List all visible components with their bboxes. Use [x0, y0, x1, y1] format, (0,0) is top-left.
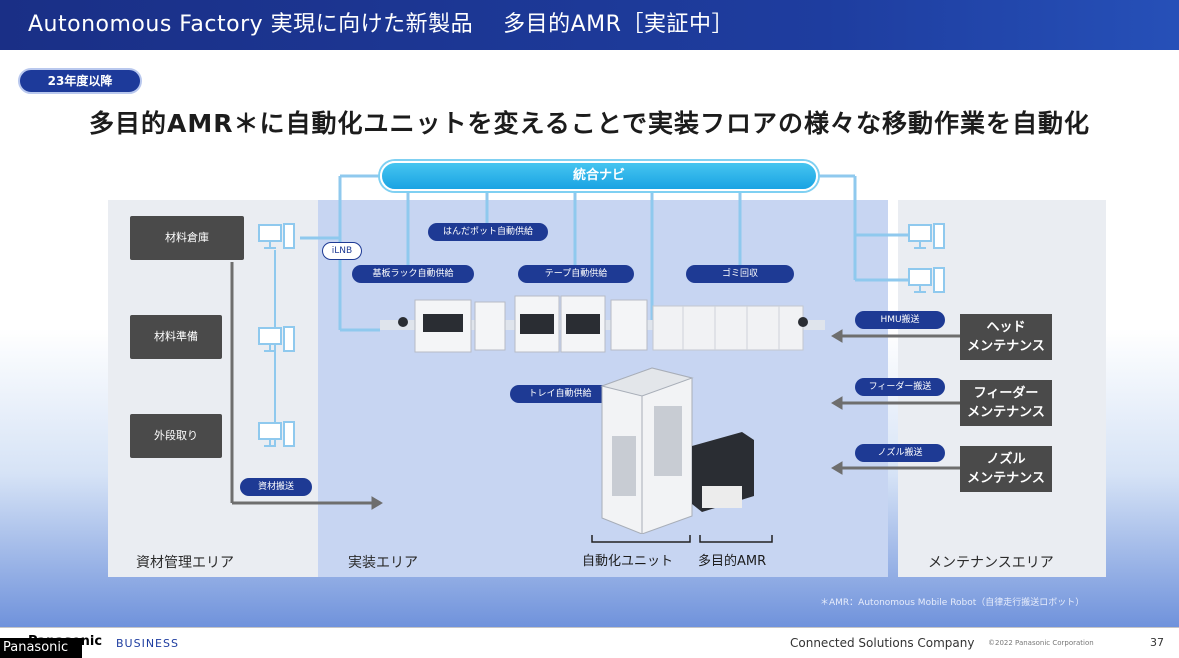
maintenance-zone-label: メンテナンスエリア [928, 555, 1054, 571]
material-management-zone [108, 200, 318, 577]
pc-icon [258, 223, 295, 249]
material-zone-label: 資材管理エリア [136, 555, 234, 571]
window-owner-label: Panasonic [0, 638, 82, 658]
year-badge: 23年度以降 [18, 68, 142, 94]
waste-collection-pill: ゴミ回収 [686, 265, 794, 283]
feeder-maintenance-box: フィーダー メンテナンス [960, 380, 1052, 426]
material-transport-pill: 資材搬送 [240, 478, 312, 496]
mounting-zone-label: 実装エリア [348, 555, 418, 571]
slide-title: Autonomous Factory 実現に向けた新製品 多目的AMR［実証中］ [28, 12, 734, 37]
head-maintenance-line2: メンテナンス [967, 339, 1045, 354]
head-maintenance-line1: ヘッド [986, 320, 1026, 335]
production-line-illustration [380, 295, 825, 353]
footer-divider [0, 627, 1179, 628]
automation-unit-label: 自動化ユニット [582, 554, 674, 569]
material-warehouse-box: 材料倉庫 [130, 216, 244, 260]
hmu-transport-pill: HMU搬送 [855, 311, 945, 329]
nozzle-maintenance-box: ノズル メンテナンス [960, 446, 1052, 492]
pc-icon [258, 421, 295, 447]
tape-supply-pill: テープ自動供給 [518, 265, 634, 283]
amr-footnote: ＊AMR：Autonomous Mobile Robot（自律走行搬送ロボット） [820, 598, 1085, 608]
amr-illustration [600, 367, 754, 534]
multipurpose-amr-label: 多目的AMR [698, 554, 767, 569]
slide-header: Autonomous Factory 実現に向けた新製品 多目的AMR［実証中］ [0, 0, 1179, 50]
nozzle-maintenance-line2: メンテナンス [967, 471, 1045, 486]
integrated-navi: 統合ナビ [380, 161, 818, 191]
solder-pot-pill: はんだポット自動供給 [428, 223, 548, 241]
business-label: BUSINESS [116, 637, 179, 650]
pc-icon [908, 223, 945, 249]
board-rack-pill: 基板ラック自動供給 [352, 265, 474, 283]
nozzle-transport-pill: ノズル搬送 [855, 444, 945, 462]
external-setup-box: 外段取り [130, 414, 222, 458]
tray-supply-pill: トレイ自動供給 [510, 385, 610, 403]
slide-footer [0, 628, 1179, 658]
ilnb-label: iLNB [322, 242, 362, 260]
feeder-transport-pill: フィーダー搬送 [855, 378, 945, 396]
pc-icon [908, 267, 945, 293]
headline: 多目的AMR＊に自動化ユニットを変えることで実装フロアの様々な移動作業を自動化 [89, 109, 1090, 138]
pc-icon [258, 326, 295, 352]
nozzle-maintenance-line1: ノズル [986, 452, 1026, 467]
company-name: Connected Solutions Company [790, 636, 975, 650]
material-prep-box: 材料準備 [130, 315, 222, 359]
page-number: 37 [1150, 636, 1164, 649]
head-maintenance-box: ヘッド メンテナンス [960, 314, 1052, 360]
copyright: ©2022 Panasonic Corporation [988, 639, 1094, 647]
feeder-maintenance-line2: メンテナンス [967, 405, 1045, 420]
feeder-maintenance-line1: フィーダー [973, 386, 1039, 401]
